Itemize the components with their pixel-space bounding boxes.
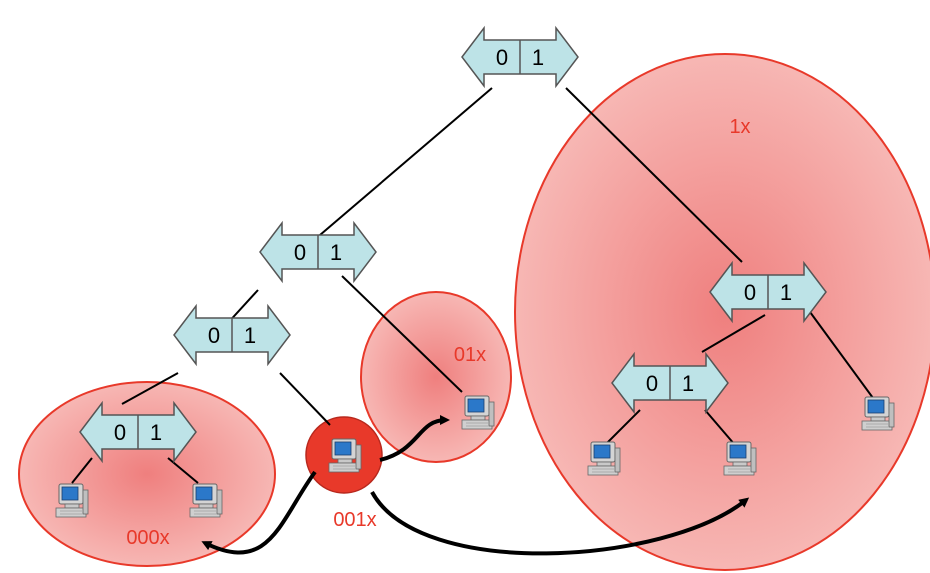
switch-node-root: 0 1 (461, 27, 579, 87)
computer-icon (55, 483, 89, 518)
bit-right: 1 (780, 280, 792, 305)
bit-right: 1 (532, 45, 544, 70)
switch-node-000: 0 1 (79, 402, 197, 462)
zone-label-1x: 1x (729, 116, 750, 138)
computer-icon (189, 483, 223, 518)
zone-1x (514, 53, 930, 571)
computer-icon (723, 441, 757, 476)
zone-label-000x: 000x (126, 527, 169, 549)
switch-node-1: 0 1 (709, 262, 827, 322)
switch-node-10: 0 1 (611, 353, 729, 413)
zone-label-01x: 01x (454, 344, 486, 366)
tree-edges (71, 87, 874, 484)
bit-right: 1 (330, 240, 342, 265)
bit-left: 0 (496, 45, 508, 70)
computer-icon (861, 396, 895, 431)
switch-node-00: 0 1 (173, 305, 291, 365)
bit-right: 1 (150, 420, 162, 445)
lookup-arrows (201, 415, 750, 556)
computer-icon (328, 438, 362, 473)
computer-icon (461, 395, 495, 430)
switch-node-0: 0 1 (259, 222, 377, 282)
bit-left: 0 (114, 420, 126, 445)
bit-left: 0 (208, 323, 220, 348)
self-label-001x: 001x (333, 509, 376, 531)
bit-left: 0 (646, 371, 658, 396)
bit-left: 0 (744, 280, 756, 305)
bit-right: 1 (682, 371, 694, 396)
bit-left: 0 (294, 240, 306, 265)
computer-icon (587, 441, 621, 476)
bit-right: 1 (244, 323, 256, 348)
